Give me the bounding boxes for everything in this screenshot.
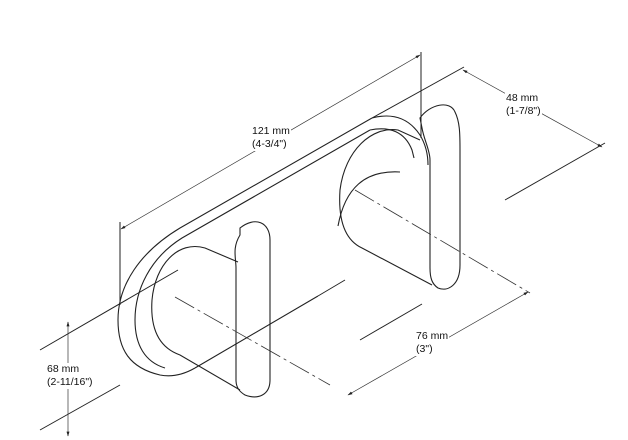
height-metric: 68 mm xyxy=(47,363,80,375)
dimension-label-overall-length: 121 mm (4-3/4") xyxy=(251,125,291,151)
height-imperial: (2-11/16") xyxy=(47,376,93,388)
right-hook xyxy=(317,104,531,297)
overall-length-metric: 121 mm xyxy=(252,125,290,137)
projection-imperial: (1-7/8") xyxy=(506,105,541,117)
hook-spacing-metric: 76 mm xyxy=(416,330,449,342)
overall-length-imperial: (4-3/4") xyxy=(252,138,287,150)
backplate xyxy=(117,115,429,377)
dimension-height-lines xyxy=(39,269,179,437)
projection-metric: 48 mm xyxy=(506,92,539,104)
dimension-label-hook-spacing: 76 mm (3") xyxy=(415,330,450,356)
dimension-label-height: 68 mm (2-11/16") xyxy=(46,363,94,389)
dimension-label-projection: 48 mm (1-7/8") xyxy=(505,92,542,118)
hook-spacing-imperial: (3") xyxy=(416,343,433,355)
left-hook xyxy=(151,221,331,398)
